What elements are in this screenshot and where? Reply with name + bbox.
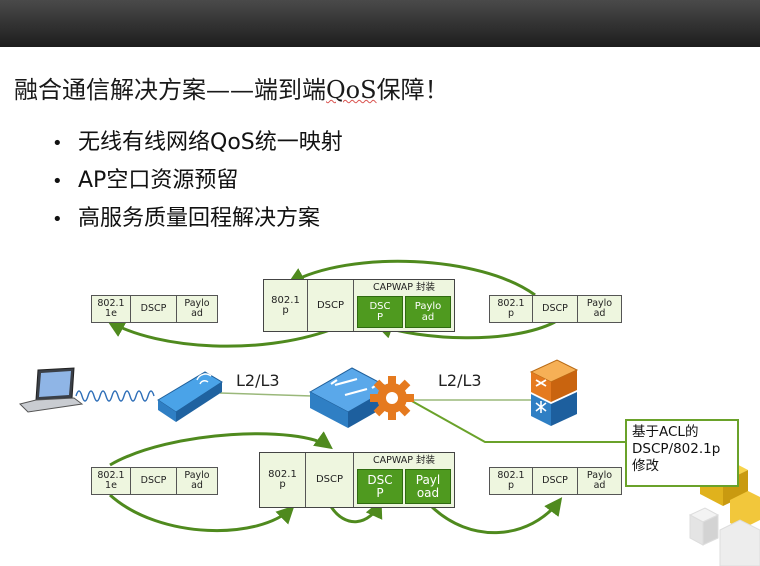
- arrow-bottom-outer: [109, 431, 333, 467]
- link-label-left: L2/L3: [236, 371, 280, 390]
- title-qos: QoS: [326, 76, 377, 104]
- arrow-top-left: [106, 320, 331, 348]
- bullet-item: •AP空口资源预留: [52, 168, 239, 193]
- bullet-list: •无线有线网络QoS统一映射 •AP空口资源预留 •高服务质量回程解决方案: [52, 124, 343, 238]
- capwap-frame: CAPWAP 封装 DSC P Paylo ad: [354, 280, 454, 331]
- packet-bottom-left: 802.1 1e DSCP Paylo ad: [91, 467, 218, 495]
- arrow-bottom-left: [108, 493, 295, 533]
- arrow-bottom-inner: [328, 499, 383, 524]
- packet-bottom-right: 802.1 p DSCP Paylo ad: [489, 467, 622, 495]
- capwap-frame: CAPWAP 封装 DSC P Payl oad: [354, 453, 454, 507]
- gear-icon: [370, 376, 414, 420]
- packet-top-center: 802.1 p DSCP CAPWAP 封装 DSC P Paylo ad: [263, 279, 455, 332]
- arrow-top-outer: [286, 259, 536, 297]
- bullet-item: •高服务质量回程解决方案: [52, 206, 321, 231]
- access-point-icon: [157, 371, 223, 422]
- packet-top-right: 802.1 p DSCP Paylo ad: [489, 295, 622, 323]
- ac-controller-icon: [529, 359, 579, 426]
- note-pointer: [409, 399, 625, 443]
- link-label-right: L2/L3: [438, 371, 482, 390]
- acl-note: 基于ACL的DSCP/802.1p修改: [625, 419, 739, 487]
- laptop-icon: [19, 367, 84, 413]
- packet-top-left: 802.1 1e DSCP Paylo ad: [91, 295, 218, 323]
- arrow-bottom-right: [428, 497, 563, 535]
- slide-title: 融合通信解决方案——端到端QoS保障！: [14, 76, 449, 104]
- bullet-item: •无线有线网络QoS统一映射: [52, 130, 343, 155]
- packet-bottom-center: 802.1 p DSCP CAPWAP 封装 DSC P Payl oad: [259, 452, 455, 508]
- top-banner: [0, 0, 760, 47]
- wireless-signal-icon: [75, 390, 155, 402]
- link-ap-switch: [219, 392, 313, 397]
